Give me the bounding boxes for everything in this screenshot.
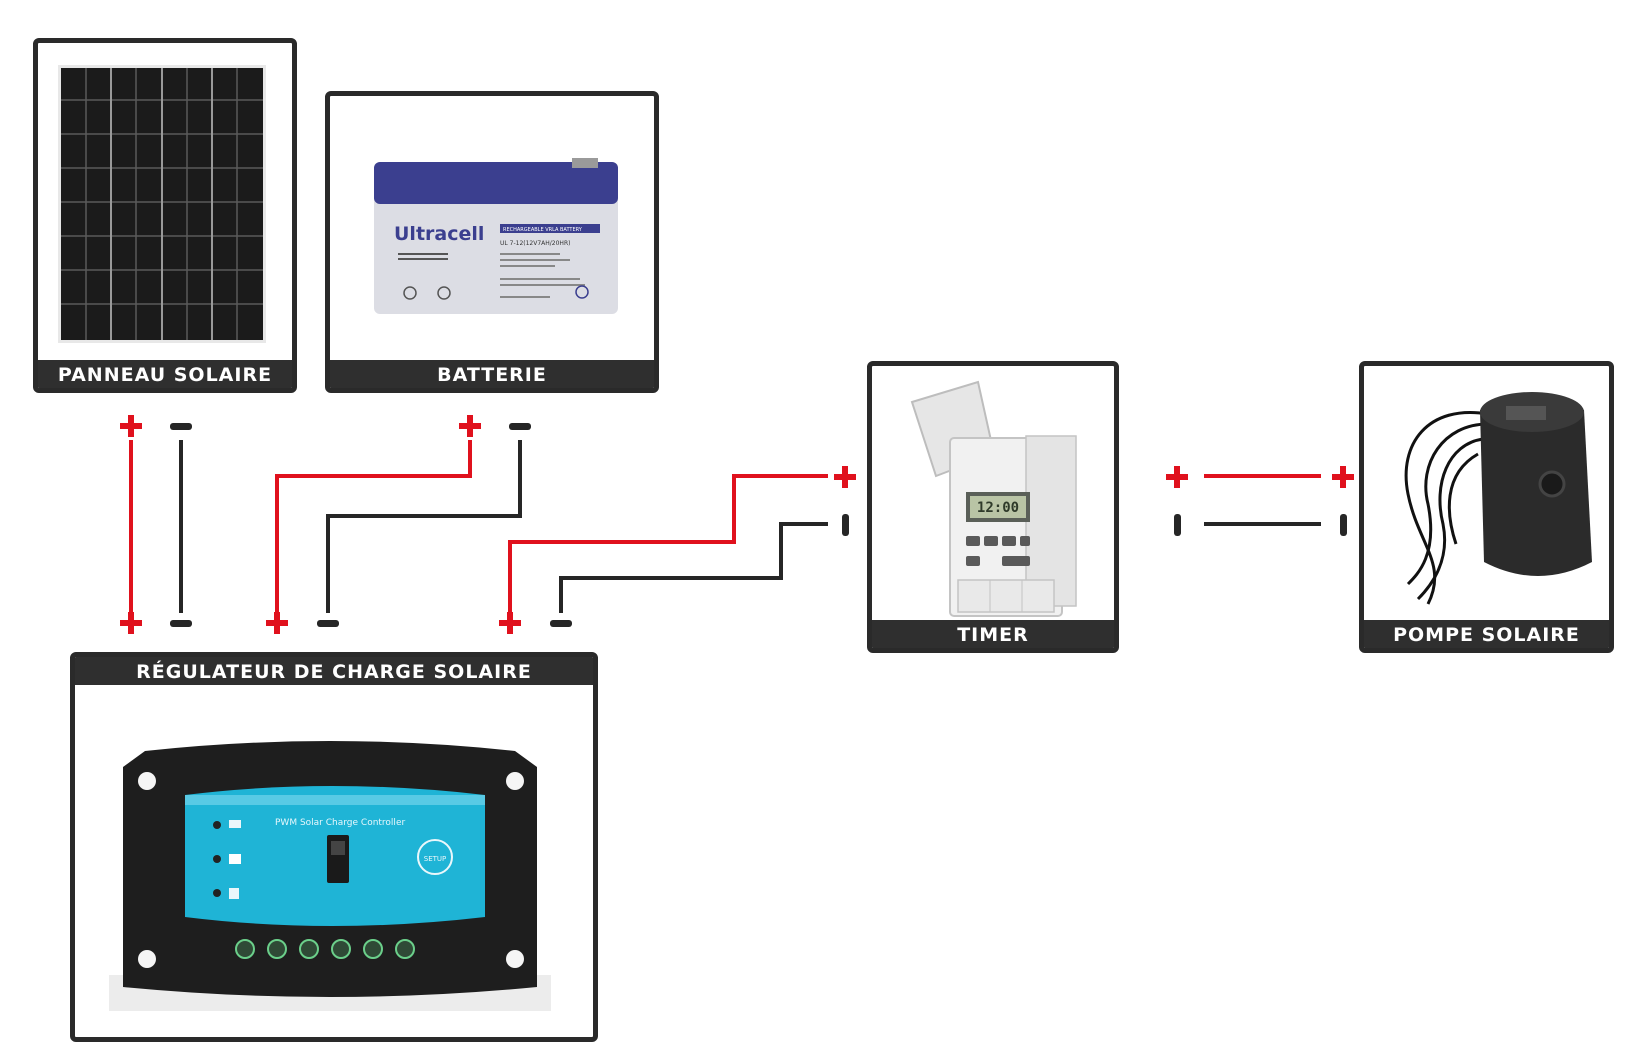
pump-box: POMPE SOLAIRE (1359, 361, 1614, 653)
plus-sign-icon (120, 415, 1354, 634)
timer-box: 12:00 TIMER (867, 361, 1119, 653)
svg-text:Ultracell: Ultracell (394, 223, 484, 245)
wires (129, 440, 1321, 613)
wire-battery-negative (326, 440, 522, 613)
wire-battery-positive (275, 440, 472, 613)
pump-label: POMPE SOLAIRE (1364, 620, 1609, 648)
battery-icon: Ultracell RECHARGEABLE VRLA BATTERY UL 7… (374, 158, 618, 314)
svg-text:12:00: 12:00 (977, 500, 1019, 516)
svg-text:PWM Solar Charge Controller: PWM Solar Charge Controller (275, 818, 405, 828)
timer-icon: 12:00 (910, 380, 1077, 617)
wire-load-negative (559, 522, 828, 613)
panel-label: PANNEAU SOLAIRE (38, 360, 292, 388)
minus-sign-icon (170, 423, 1347, 627)
svg-text:SETUP: SETUP (424, 855, 447, 863)
wire-load-positive (508, 474, 828, 613)
solar-panel-box: PANNEAU SOLAIRE (33, 38, 297, 393)
charge-controller-icon: PWM Solar Charge Controller SETUP (109, 741, 551, 1011)
solar-panel-icon (58, 65, 266, 343)
battery-box: Ultracell RECHARGEABLE VRLA BATTERY UL 7… (325, 91, 659, 393)
svg-text:RECHARGEABLE VRLA BATTERY: RECHARGEABLE VRLA BATTERY (503, 227, 583, 233)
regulator-box: RÉGULATEUR DE CHARGE SOLAIRE PWM Solar C… (70, 652, 598, 1042)
timer-label: TIMER (872, 620, 1114, 648)
battery-label: BATTERIE (330, 360, 654, 388)
regulator-label: RÉGULATEUR DE CHARGE SOLAIRE (75, 657, 593, 685)
terminals (120, 415, 1354, 634)
pump-icon (1404, 392, 1592, 605)
svg-text:UL 7-12(12V7AH/20HR): UL 7-12(12V7AH/20HR) (500, 240, 570, 247)
